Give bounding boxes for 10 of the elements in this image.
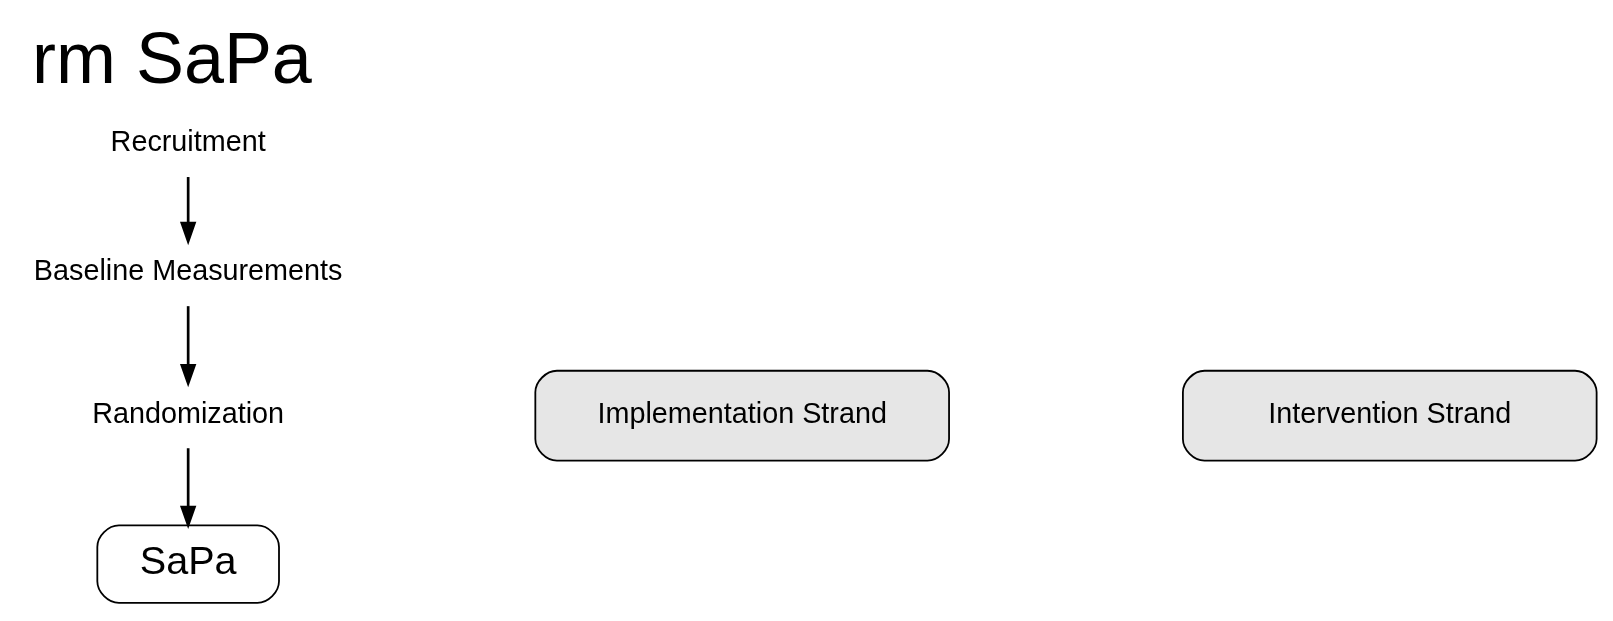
diagram-title: rm SaPa [32, 17, 312, 98]
arrow [179, 306, 197, 388]
node-box: Intervention Strand [1182, 369, 1598, 462]
node-text: Baseline Measurements [33, 254, 343, 287]
arrow [179, 448, 197, 530]
node-box: SaPa [96, 524, 280, 604]
node-text: Randomization [92, 396, 285, 429]
arrow [179, 177, 197, 246]
node-text: Recruitment [110, 124, 266, 157]
node-box: Implementation Strand [534, 369, 950, 462]
